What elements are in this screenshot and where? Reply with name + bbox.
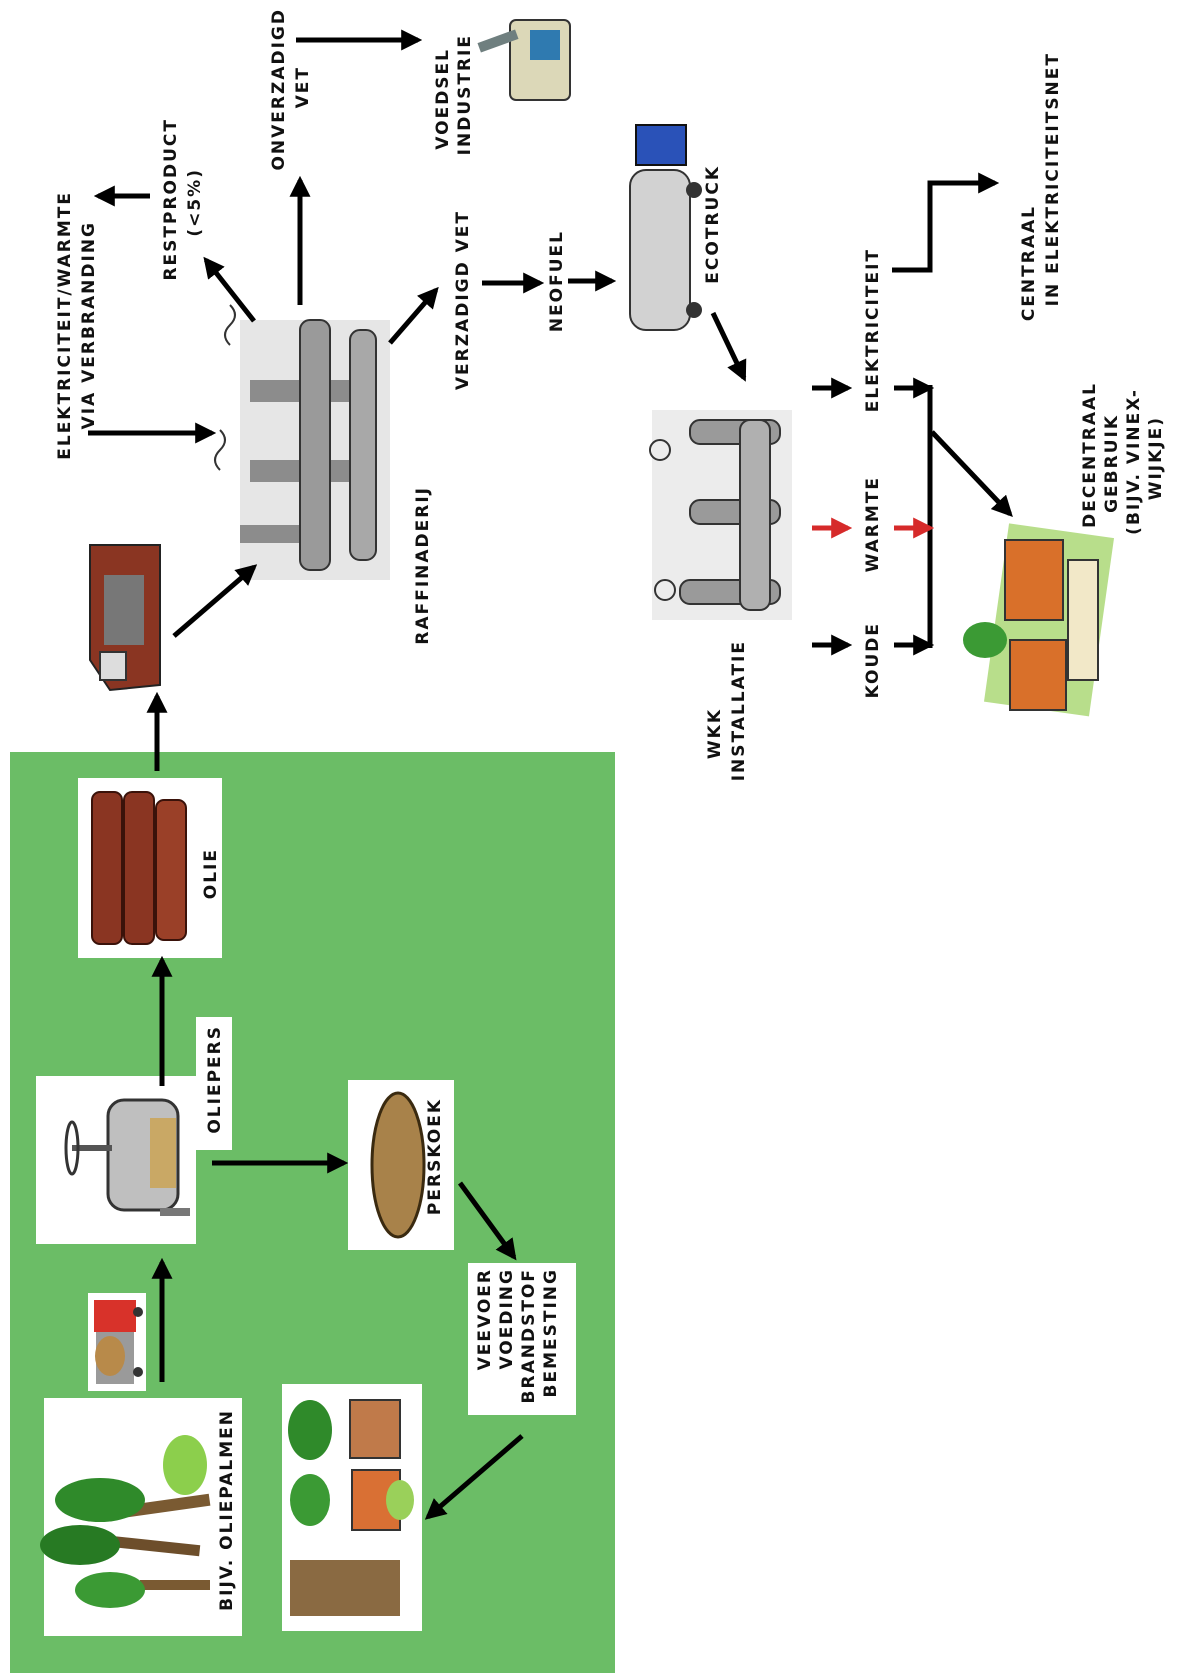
- cargo-ship-icon: [89, 544, 161, 692]
- restproduct-percentage-label: (<5%): [185, 168, 205, 237]
- arrow-ecotruck-to-wkk: [710, 311, 747, 382]
- elektriciteit-label: ELEKTRICITEIT: [863, 248, 883, 412]
- koude-label: KOUDE: [863, 622, 883, 698]
- houses-icon: [963, 523, 1115, 717]
- installatie-label: INSTALLATIE: [729, 640, 749, 781]
- oliepers-label: OLIEPERS: [205, 1025, 225, 1134]
- bemesting-label: BEMESTING: [541, 1268, 561, 1397]
- brandstof-label: BRANDSTOF: [519, 1268, 539, 1403]
- wkk-label: WKK: [705, 708, 725, 759]
- oliepalmen-label: BIJV. OLIEPALMEN: [217, 1409, 237, 1611]
- onverzadigd-label: ONVERZADIGD: [269, 8, 289, 171]
- onverzadigd-vet-label: VET: [293, 66, 313, 108]
- bijv-vinex-label: (BIJV. VINEX-: [1124, 388, 1144, 535]
- gebruik-label: GEBRUIK: [1102, 414, 1122, 513]
- oil-barrels-icon: [91, 791, 187, 945]
- voeding-label: VOEDING: [497, 1268, 517, 1370]
- chp-plant-icon: [649, 410, 792, 620]
- warmte-label: WARMTE: [863, 476, 883, 572]
- elektriciteit-warmte-label: ELEKTRICITEIT/WARMTE: [55, 191, 75, 460]
- arrow-bus-to-decentraal: [930, 430, 1013, 518]
- flow-arrows: [88, 29, 1013, 1520]
- centraal-label: CENTRAAL: [1019, 205, 1039, 321]
- oliepers-label-box: [196, 1017, 232, 1150]
- village-icon: [288, 1399, 414, 1616]
- veevoer-label: VEEVOER: [475, 1268, 495, 1370]
- arrow-raffinaderij-to-verzadigd: [388, 286, 439, 345]
- uses-box: [468, 1263, 576, 1415]
- restproduct-label: RESTPRODUCT: [161, 118, 181, 281]
- dump-truck-icon: [94, 1300, 143, 1384]
- arrow-elektriciteit-to-centraal: [892, 172, 1000, 273]
- arrow-ship-to-raffinaderij: [172, 564, 258, 638]
- decentraal-label: DECENTRAAL: [1080, 382, 1100, 528]
- verzadigd-vet-label: VERZADIGD VET: [453, 210, 473, 390]
- press-cake-icon: [370, 1091, 426, 1239]
- palm-trees-icon: [40, 1435, 211, 1608]
- raffinaderij-label: RAFFINADERIJ: [413, 486, 433, 645]
- in-elektriciteitsnet-label: IN ELEKTRICITEITSNET: [1043, 52, 1063, 306]
- via-verbranding-label: VIA VERBRANDING: [79, 221, 99, 429]
- arrow-perskoek-to-uses: [457, 1181, 517, 1261]
- wijkje-label: WIJKJE): [1146, 416, 1166, 500]
- voedsel-label: VOEDSEL: [433, 48, 453, 150]
- perskoek-label: PERSKOEK: [425, 1098, 445, 1215]
- tanker-truck-icon: [629, 124, 702, 331]
- labels: BIJV. OLIEPALMEN OLIEPERS OLIE PERSKOEK …: [55, 8, 1166, 1611]
- neofuel-label: NEOFUEL: [547, 230, 567, 332]
- arrow-raffinaderij-to-restproduct: [203, 256, 256, 323]
- industrie-label: INDUSTRIE: [455, 34, 475, 155]
- food-industry-icon: [477, 19, 571, 101]
- oil-press-icon: [64, 1098, 190, 1216]
- refinery-icon: [214, 304, 390, 580]
- ecotruck-label: ECOTRUCK: [703, 165, 723, 284]
- arrow-uses-to-village: [424, 1434, 524, 1520]
- olie-label: OLIE: [201, 848, 221, 899]
